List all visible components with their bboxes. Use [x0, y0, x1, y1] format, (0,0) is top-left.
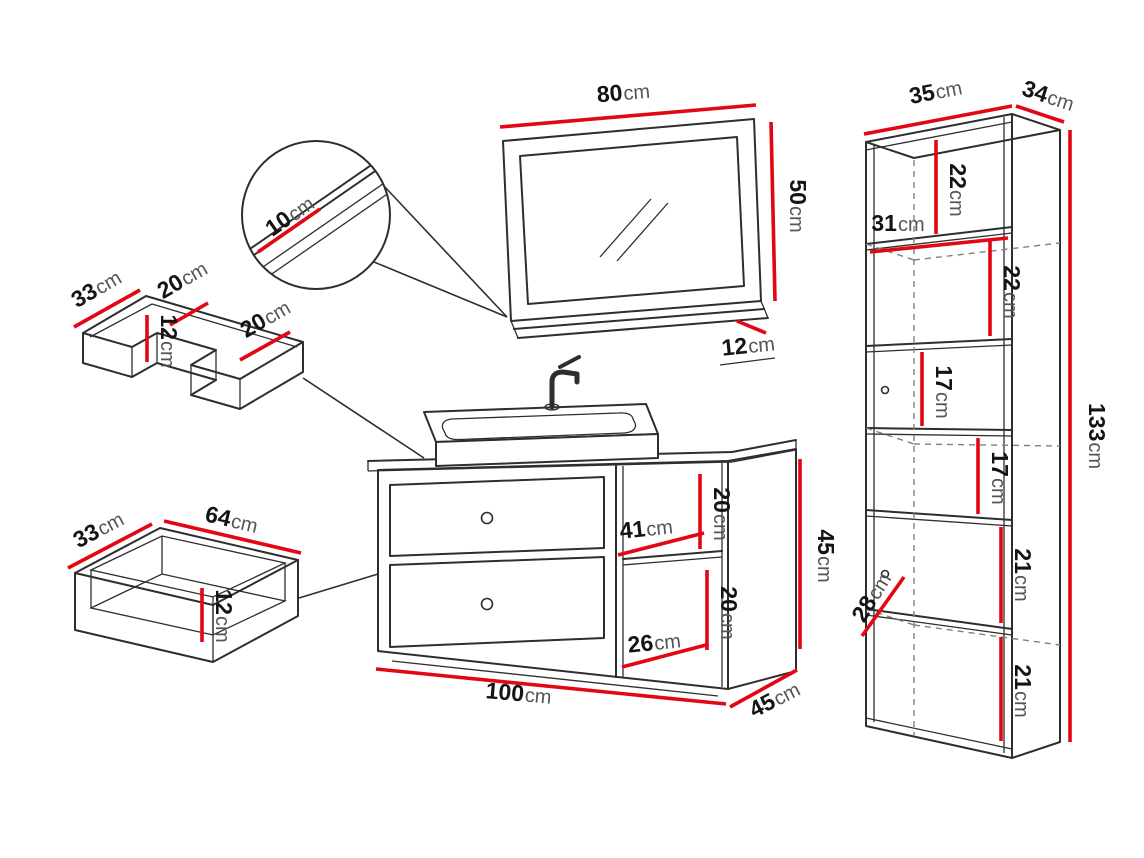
cabinet-door-handle-icon: [880, 569, 890, 579]
cabinet-door-handle-icon: [880, 385, 890, 395]
niche-shelf: [622, 550, 723, 566]
dim-line-udrawer-depth: [73, 288, 141, 329]
dim-vanity-width: 100cm: [485, 677, 553, 709]
dim-cabinet-width: 35cm: [907, 73, 964, 109]
dim-section1-height: 22cm: [945, 163, 971, 216]
dim-udrawer-height: 12cm: [156, 314, 182, 367]
vanity-drawer-front-top: [389, 476, 605, 557]
dim-line-udrawer-right-width: [239, 330, 291, 362]
dim-section2-height: 22cm: [999, 265, 1025, 318]
mirror-shelf: [510, 300, 776, 366]
dim-line-vanity-width: [375, 667, 727, 706]
dim-line-drawer-depth: [67, 522, 153, 570]
u-shaped-drawer: 33cm 20cm 12cm 20cm: [66, 258, 304, 410]
dim-drawer-height: 12cm: [211, 589, 237, 642]
dim-line-vanity-depth: [729, 668, 798, 709]
drawer-handle-icon: [480, 511, 494, 525]
dim-mirror-height: 50cm: [785, 179, 811, 232]
mirror-reflection-line: [599, 198, 652, 258]
vanity-drawer-front-bottom: [389, 556, 605, 648]
dim-vanity-height: 45cm: [813, 529, 839, 582]
leader-drawer-to-vanity: [298, 573, 379, 599]
tall-cabinet: 35cm 34cm 133cm 22cm 31cm 22cm 17cm 17cm…: [846, 73, 1110, 759]
dim-shelf-lower-height: 20cm: [716, 586, 742, 639]
dim-shelf-upper-width: 41cm: [618, 512, 674, 543]
dim-shelf-upper-height: 20cm: [709, 487, 735, 540]
dim-shelf-lower-width: 26cm: [626, 626, 682, 657]
countertop-sink: [423, 355, 659, 467]
dim-mirror-width: 80cm: [596, 77, 651, 108]
cabinet-hidden-edges: [865, 160, 1061, 736]
mirror-edge-detail-circle: 10cm: [241, 140, 391, 290]
drawer-handle-icon: [480, 597, 494, 611]
dim-line-opening-width: [869, 236, 1009, 254]
vanity-unit: 100cm 45cm 45cm 41cm 20cm 26cm 20cm: [367, 355, 839, 723]
faucet-icon: [544, 355, 581, 411]
dim-section5-height: 21cm: [1010, 548, 1036, 601]
dim-cabinet-height: 133cm: [1084, 403, 1110, 469]
drawer-body: [74, 527, 299, 663]
leader-udrawer-to-vanity: [302, 377, 425, 459]
sink-front-face: [435, 433, 659, 467]
dim-line-glass-thickness: [256, 207, 322, 254]
dim-line-shelf-lower-width: [621, 643, 707, 669]
dim-line-cabinet-width: [863, 104, 1013, 136]
leader-circle-to-mirror-bottom: [373, 261, 508, 318]
dim-section4-height: 17cm: [987, 451, 1013, 504]
leader-circle-to-mirror-top: [383, 185, 508, 318]
dim-section3-height: 17cm: [931, 365, 957, 418]
dim-opening-width: 31cm: [871, 210, 924, 236]
cabinet-shelves: [865, 226, 1013, 636]
drawer: 33cm 64cm 12cm: [67, 501, 302, 663]
dim-section6-height: 21cm: [1010, 664, 1036, 717]
dim-line-inner-depth: [860, 575, 906, 638]
dim-mirror-shelf-depth: 12cm: [720, 329, 776, 360]
dim-line-cabinet-depth: [1015, 104, 1065, 124]
plinth-line: [391, 660, 719, 697]
dim-line-mirror-width: [499, 103, 757, 129]
dim-line-shelf-upper-width: [617, 531, 705, 557]
mirror: 80cm 50cm 12cm: [499, 77, 811, 366]
dim-line-udrawer-left-width: [169, 301, 209, 327]
mirror-reflection-line: [616, 202, 669, 262]
dim-line-mirror-shelf-depth: [736, 319, 767, 335]
dim-line-mirror-height: [769, 121, 777, 302]
dim-line-drawer-width: [163, 519, 302, 555]
sink-basin: [441, 412, 637, 441]
leader-lines: [298, 185, 508, 599]
